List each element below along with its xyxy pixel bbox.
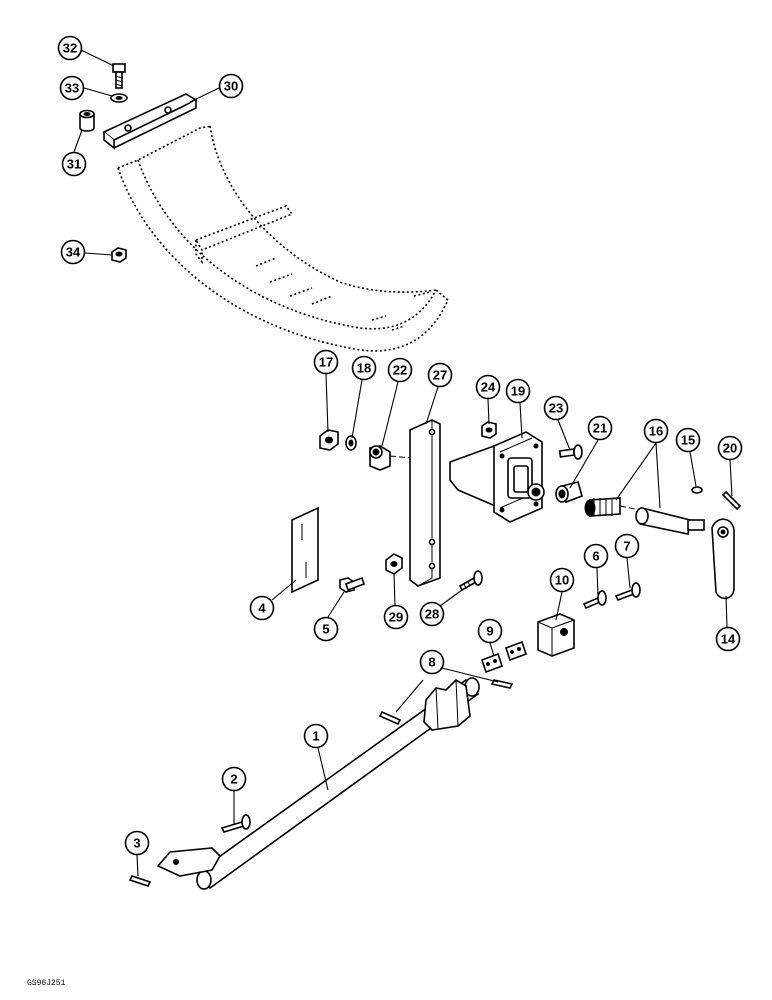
svg-text:31: 31: [67, 157, 81, 172]
curved-guard-outline: [117, 125, 449, 352]
callout-14: 14: [715, 626, 741, 652]
callout-3: 3: [124, 830, 150, 856]
washer-33: [110, 93, 128, 103]
callout-27: 27: [427, 362, 453, 388]
bolt-23: [558, 444, 583, 460]
svg-text:20: 20: [723, 441, 737, 456]
washer-18: [345, 435, 357, 451]
svg-text:9: 9: [486, 624, 493, 639]
svg-text:27: 27: [433, 368, 447, 383]
main-tube-1: [156, 677, 480, 890]
spacer-31: [79, 109, 95, 132]
callout-10: 10: [549, 567, 575, 593]
callout-16: 16: [643, 418, 669, 444]
svg-text:5: 5: [322, 622, 329, 637]
plate-4: [291, 506, 319, 594]
cotter-pin-3: [128, 875, 152, 887]
svg-text:10: 10: [555, 573, 569, 588]
callout-29: 29: [383, 604, 409, 630]
callout-33: 33: [59, 75, 85, 101]
callout-4: 4: [249, 595, 275, 621]
bolt-7: [582, 590, 607, 610]
callout-2: 2: [221, 766, 247, 792]
nut-34: [111, 247, 127, 263]
callout-9: 8: [419, 649, 445, 675]
callout-31: 31: [61, 151, 87, 177]
svg-text:2: 2: [230, 772, 237, 787]
svg-text:14: 14: [721, 632, 736, 647]
svg-text:16: 16: [649, 424, 663, 439]
bolt-2: [220, 814, 251, 833]
callout-28: 28: [419, 601, 445, 627]
svg-text:29: 29: [389, 610, 403, 625]
bolt-5: [339, 576, 366, 593]
bracket-housing-20: [449, 431, 545, 523]
svg-text:21: 21: [593, 421, 607, 436]
callouts: 32 33 30 31 34 17 18 22 27 24 19 23 21 1…: [57, 35, 743, 856]
svg-text:18: 18: [357, 361, 371, 376]
svg-text:8: 8: [428, 655, 435, 670]
nut-24: [481, 421, 497, 439]
callout-23: 23: [543, 395, 569, 421]
callout-1: 1: [303, 723, 329, 749]
flat-bar-30: [102, 93, 198, 150]
callout-17: 17: [313, 349, 339, 375]
bolt-32: [112, 63, 126, 89]
svg-text:1: 1: [312, 729, 319, 744]
callout-32: 32: [57, 35, 83, 61]
clip-15: [691, 486, 703, 494]
callout-20: 19: [505, 378, 531, 404]
svg-text:7: 7: [623, 539, 630, 554]
callout-30: 30: [218, 73, 244, 99]
callout-7: 6: [583, 543, 609, 569]
svg-text:28: 28: [425, 607, 439, 622]
leader-lines: [73, 49, 733, 877]
callout-8: 7: [614, 533, 640, 559]
callout-21: 21: [587, 415, 613, 441]
svg-text:30: 30: [224, 79, 238, 94]
svg-text:6: 6: [592, 549, 599, 564]
nut-29: [385, 553, 403, 575]
callout-6: 9: [477, 618, 503, 644]
figure-code: GS96J251: [27, 979, 66, 988]
callout-18: 18: [351, 355, 377, 381]
svg-text:24: 24: [481, 380, 496, 395]
svg-text:33: 33: [65, 81, 79, 96]
bushing-21: [555, 481, 583, 504]
long-strap-27: [409, 419, 441, 587]
callout-24: 24: [475, 374, 501, 400]
shaft-spring-16: [584, 497, 705, 535]
svg-text:22: 22: [393, 363, 407, 378]
callout-15: 15: [675, 427, 701, 453]
svg-text:32: 32: [63, 41, 77, 56]
svg-text:23: 23: [549, 401, 563, 416]
small-plates-6: [480, 640, 528, 674]
svg-text:19: 19: [511, 384, 525, 399]
callout-19: 20: [717, 435, 743, 461]
bolt-28: [458, 570, 483, 592]
callout-5: 5: [313, 616, 339, 642]
svg-text:15: 15: [681, 433, 695, 448]
svg-text:4: 4: [258, 601, 266, 616]
nut-17: [319, 429, 339, 451]
svg-text:3: 3: [133, 836, 140, 851]
svg-text:34: 34: [66, 245, 81, 260]
callout-34: 34: [60, 239, 86, 265]
block-10: [537, 613, 575, 657]
bolt-8: [614, 582, 641, 602]
spacer-22: [369, 445, 391, 471]
callout-22: 22: [387, 357, 413, 383]
pin-19: [721, 490, 742, 511]
lever-14: [711, 518, 735, 600]
svg-text:17: 17: [319, 355, 333, 370]
